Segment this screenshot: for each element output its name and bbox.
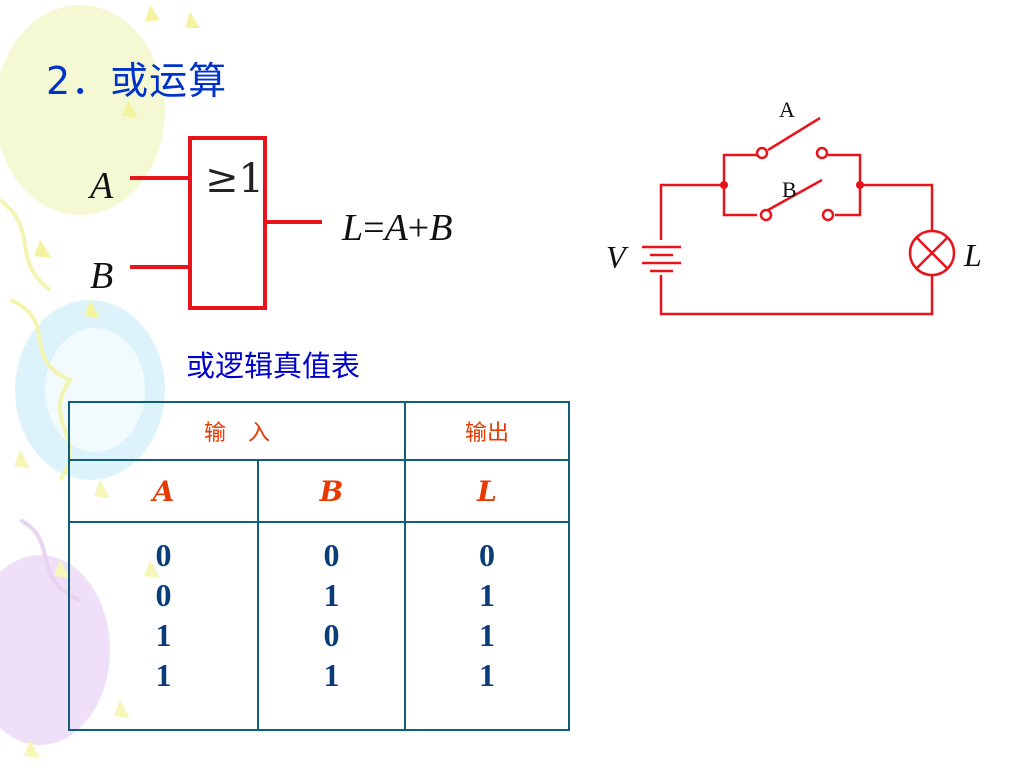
truth-table-title: 或逻辑真值表 bbox=[186, 349, 361, 383]
cell-a-4: 1 bbox=[155, 657, 172, 693]
cell-l-4: 1 bbox=[479, 657, 495, 693]
column-a-values: 0 0 1 1 bbox=[68, 521, 259, 731]
gate-input-a-label: A bbox=[87, 165, 114, 207]
column-b-header: B bbox=[257, 459, 406, 523]
cell-l-3: 1 bbox=[479, 617, 495, 653]
column-l-values: 0 1 1 1 bbox=[404, 521, 570, 731]
switch-b-label: B bbox=[782, 177, 797, 202]
column-l-header: L bbox=[404, 459, 570, 523]
cell-b-1: 0 bbox=[323, 537, 340, 573]
cell-a-3: 1 bbox=[155, 617, 172, 653]
gate-expression: L=A+B bbox=[341, 207, 452, 249]
junction-right bbox=[856, 181, 864, 189]
truth-table: 输 入 输出 A B L 0 0 1 1 0 1 0 1 0 1 1 1 bbox=[68, 401, 570, 731]
cell-b-4: 1 bbox=[323, 657, 340, 693]
cell-l-2: 1 bbox=[479, 577, 495, 613]
lamp-label: L bbox=[963, 237, 982, 273]
source-label: V bbox=[606, 239, 629, 275]
cell-b-2: 1 bbox=[323, 577, 340, 613]
column-a-header: A bbox=[68, 459, 259, 523]
cell-a-2: 0 bbox=[155, 577, 172, 613]
cell-a-1: 0 bbox=[155, 537, 172, 573]
header-inputs: 输 入 bbox=[68, 401, 406, 461]
gate-symbol: ≥1 bbox=[205, 156, 264, 202]
parallel-switch-circuit bbox=[642, 116, 956, 316]
page-title: 2．或运算 bbox=[46, 59, 228, 103]
cell-b-3: 0 bbox=[323, 617, 340, 653]
junction-left bbox=[720, 181, 728, 189]
switch-a-label: A bbox=[779, 97, 795, 122]
column-b-values: 0 1 0 1 bbox=[257, 521, 406, 731]
gate-input-b-label: B bbox=[90, 255, 113, 297]
cell-l-1: 0 bbox=[479, 537, 495, 573]
header-output: 输出 bbox=[404, 401, 570, 461]
